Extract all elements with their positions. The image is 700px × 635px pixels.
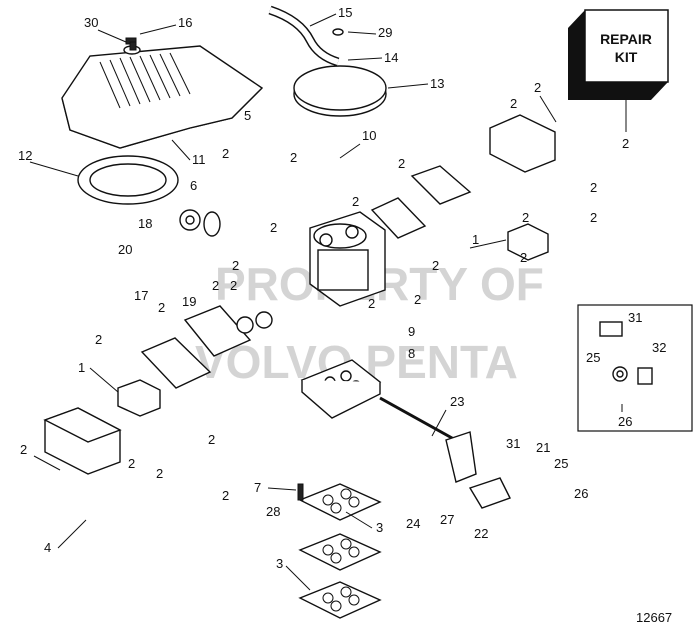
fuel-bowl-right — [489, 114, 556, 173]
callout-2-p: 2 — [20, 442, 27, 457]
callout-2-o: 2 — [95, 332, 102, 347]
callout-2-h: 2 — [232, 258, 239, 273]
callout-20: 20 — [118, 242, 132, 257]
callout-2-kit-top: 2 — [534, 80, 541, 95]
metering-plate-left — [140, 305, 252, 389]
callout-28: 28 — [266, 504, 280, 519]
callout-12: 12 — [18, 148, 32, 163]
callout-2-kit-bottom: 2 — [622, 136, 629, 151]
callout-6: 6 — [190, 178, 197, 193]
figure-number: 12667 — [636, 610, 672, 625]
callout-2-r: 2 — [128, 456, 135, 471]
callout-27: 27 — [440, 512, 454, 527]
callout-24: 24 — [406, 516, 420, 531]
carburetor-body — [309, 211, 386, 307]
callout-1-left: 1 — [78, 360, 85, 375]
inset-box — [577, 304, 693, 432]
filter-disc — [293, 65, 387, 117]
callout-4: 4 — [44, 540, 51, 555]
leader-lines — [29, 13, 623, 591]
callout-17: 17 — [134, 288, 148, 303]
callout-21: 21 — [536, 440, 550, 455]
callout-2-e: 2 — [522, 210, 529, 225]
callout-2-c: 2 — [222, 146, 229, 161]
callout-10: 10 — [362, 128, 376, 143]
small-parts — [129, 28, 653, 501]
callout-26-inset: 26 — [618, 414, 632, 429]
callout-2-u: 2 — [510, 96, 517, 111]
callout-2-d: 2 — [590, 180, 597, 195]
callouts: 30 16 15 29 14 13 2 2 12 11 5 10 2 2 6 2… — [18, 5, 666, 571]
callout-7: 7 — [254, 480, 261, 495]
callout-2-n: 2 — [158, 300, 165, 315]
callout-18: 18 — [138, 216, 152, 231]
callout-2-i: 2 — [432, 258, 439, 273]
base-gasket-stack — [298, 483, 382, 619]
throttle-shaft — [379, 396, 511, 509]
callout-2-v: 2 — [520, 250, 527, 265]
callout-29: 29 — [378, 25, 392, 40]
callout-23: 23 — [450, 394, 464, 409]
callout-2-w: 2 — [352, 194, 359, 209]
callout-2-s: 2 — [156, 466, 163, 481]
callout-9: 9 — [408, 324, 415, 339]
callout-3-a: 3 — [376, 520, 383, 535]
callout-2-g: 2 — [270, 220, 277, 235]
air-cleaner-cover — [61, 37, 264, 149]
callout-2-b: 2 — [398, 156, 405, 171]
air-filter-ring — [77, 155, 179, 205]
fuel-bowl-left — [43, 407, 122, 475]
callout-26-main: 26 — [574, 486, 588, 501]
callout-3-b: 3 — [276, 556, 283, 571]
float-bowl-1-right — [507, 223, 549, 261]
float-bowl-1-left — [117, 379, 161, 417]
callout-1-right: 1 — [472, 232, 479, 247]
callout-2-f: 2 — [590, 210, 597, 225]
repair-kit-box: REPAIR KIT — [568, 9, 669, 132]
callout-22: 22 — [474, 526, 488, 541]
callout-30: 30 — [84, 15, 98, 30]
repair-kit-label-line-1: REPAIR — [600, 31, 652, 47]
callout-32-inset: 32 — [652, 340, 666, 355]
callout-2-j: 2 — [212, 278, 219, 293]
callout-2-m: 2 — [414, 292, 421, 307]
callout-2-t: 2 — [222, 488, 229, 503]
callout-2-q: 2 — [208, 432, 215, 447]
repair-kit-label-line-2: KIT — [615, 49, 638, 65]
throttle-body — [300, 359, 382, 419]
callout-14: 14 — [384, 50, 398, 65]
callout-2-l: 2 — [368, 296, 375, 311]
callout-25-main: 25 — [554, 456, 568, 471]
callout-25-inset: 25 — [586, 350, 600, 365]
callout-16: 16 — [178, 15, 192, 30]
callout-31-inset: 31 — [628, 310, 642, 325]
callout-13: 13 — [430, 76, 444, 91]
callout-15: 15 — [338, 5, 352, 20]
callout-8: 8 — [408, 346, 415, 361]
callout-19: 19 — [182, 294, 196, 309]
vent-hose — [268, 5, 340, 67]
callout-2-k: 2 — [230, 278, 237, 293]
callout-11: 11 — [192, 152, 206, 167]
callout-2-a: 2 — [290, 150, 297, 165]
gasket-right — [370, 165, 472, 239]
callout-31-main: 31 — [506, 436, 520, 451]
callout-5: 5 — [244, 108, 251, 123]
